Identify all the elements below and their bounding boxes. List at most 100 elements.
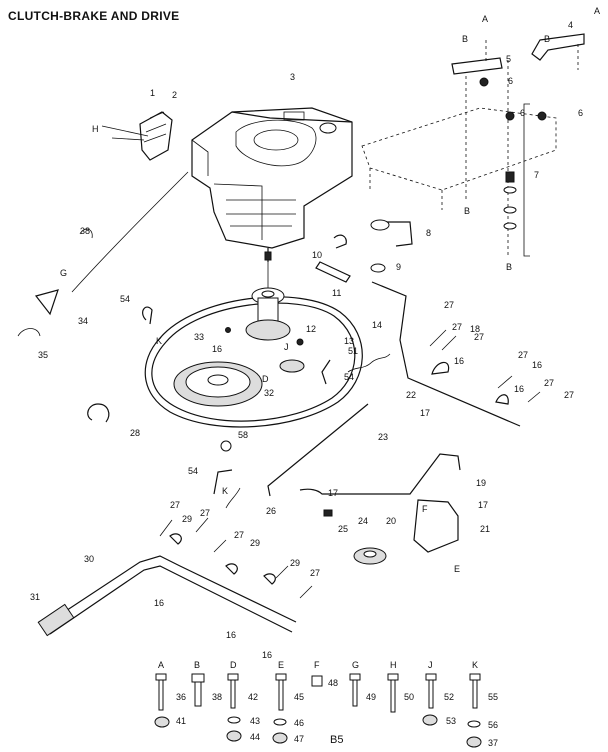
- callout-8: 8: [426, 228, 431, 238]
- callout-1: 1: [150, 88, 155, 98]
- letter-markers: A A B B B B D E F G H J K K: [60, 6, 600, 574]
- legend-letter-E: E: [278, 660, 284, 670]
- ref-E: E: [454, 564, 460, 574]
- engine-drawing: [191, 107, 353, 290]
- legend-part-52: 52: [444, 692, 454, 702]
- callout-27j: 27: [310, 568, 320, 578]
- ref-K1: K: [156, 336, 162, 346]
- legend-part-43: 43: [250, 716, 260, 726]
- page-number: B5: [330, 734, 344, 746]
- legend-part-46: 46: [294, 718, 304, 728]
- callout-6a: 6: [508, 76, 513, 86]
- callout-19: 19: [476, 478, 486, 488]
- ref-H: H: [92, 124, 99, 134]
- legend-letter-D: D: [230, 660, 237, 670]
- page-title: CLUTCH-BRAKE AND DRIVE: [8, 9, 180, 23]
- ref-F: F: [422, 504, 428, 514]
- callout-12: 12: [306, 324, 316, 334]
- callout-30: 30: [84, 554, 94, 564]
- callout-4: 4: [568, 20, 573, 30]
- callout-28: 28: [130, 428, 140, 438]
- callout-11: 11: [332, 288, 341, 298]
- pedal-arm-drawing: [37, 555, 297, 637]
- callout-27a: 27: [444, 300, 454, 310]
- callout-54b: 54: [344, 372, 354, 382]
- callout-16a: 16: [212, 344, 222, 354]
- control-switch-drawing: [71, 111, 189, 293]
- callout-16b: 16: [454, 356, 464, 366]
- callout-22: 22: [406, 390, 416, 400]
- callout-18: 18: [470, 324, 480, 334]
- ref-G: G: [60, 268, 67, 278]
- linkage-drawing: [17, 228, 521, 565]
- callout-32: 32: [264, 388, 274, 398]
- callout-2: 2: [172, 90, 177, 100]
- callout-26: 26: [266, 506, 276, 516]
- legend-letter-G: G: [352, 660, 359, 670]
- legend-part-55: 55: [488, 692, 498, 702]
- callout-33: 33: [194, 332, 204, 342]
- ref-K2: K: [222, 486, 228, 496]
- callout-27d: 27: [518, 350, 528, 360]
- legend-letter-H: H: [390, 660, 397, 670]
- callout-20: 20: [386, 516, 396, 526]
- legend-letter-B: B: [194, 660, 200, 670]
- callout-25: 25: [338, 524, 348, 534]
- callout-6b: 6: [578, 108, 583, 118]
- callout-29c: 29: [290, 558, 300, 568]
- legend-letter-F: F: [314, 660, 320, 670]
- belt-pulley-drawing: [144, 287, 363, 428]
- legend-letter-A: A: [158, 660, 164, 670]
- hardware-legend: A B D E F G H J K 36 38 42 45 48 49 50 5…: [154, 660, 498, 748]
- callout-27b: 27: [452, 322, 462, 332]
- callout-6c: 6: [520, 108, 525, 118]
- callout-14: 14: [372, 320, 382, 330]
- callout-13: 13: [344, 336, 354, 346]
- callout-27c: 27: [474, 332, 484, 342]
- callout-38: 38: [80, 226, 90, 236]
- callout-16e: 16: [154, 598, 164, 608]
- callout-27e: 27: [544, 378, 554, 388]
- callout-35: 35: [38, 350, 48, 360]
- ref-D: D: [262, 374, 269, 384]
- callout-29a: 29: [182, 514, 192, 524]
- legend-letter-J: J: [428, 660, 433, 670]
- callout-27h: 27: [200, 508, 210, 518]
- legend-part-38: 38: [212, 692, 222, 702]
- callout-54a: 54: [120, 294, 130, 304]
- legend-part-53: 53: [446, 716, 456, 726]
- callout-23: 23: [378, 432, 388, 442]
- callout-54c: 54: [188, 466, 198, 476]
- clips-drawing: [159, 329, 541, 599]
- callout-17a: 17: [420, 408, 430, 418]
- callout-31: 31: [30, 592, 40, 602]
- legend-part-37: 37: [488, 738, 498, 748]
- callout-3: 3: [290, 72, 295, 82]
- callout-27i: 27: [234, 530, 244, 540]
- callout-16c: 16: [532, 360, 542, 370]
- callout-24: 24: [358, 516, 368, 526]
- legend-part-42: 42: [248, 692, 258, 702]
- legend-part-36: 36: [176, 692, 186, 702]
- callout-58: 58: [238, 430, 248, 440]
- callout-17c: 17: [478, 500, 488, 510]
- ref-B1: B: [462, 34, 468, 44]
- callout-10: 10: [312, 250, 322, 260]
- legend-part-50: 50: [404, 692, 414, 702]
- ref-B2: B: [544, 34, 550, 44]
- legend-part-44: 44: [250, 732, 260, 742]
- callout-5: 5: [506, 54, 511, 64]
- callout-29b: 29: [250, 538, 260, 548]
- callout-27f: 27: [564, 390, 574, 400]
- legend-letter-K: K: [472, 660, 478, 670]
- legend-part-45: 45: [294, 692, 304, 702]
- legend-part-47: 47: [294, 734, 304, 744]
- ref-B3: B: [464, 206, 470, 216]
- callout-labels: 1 2 3 4 5 6 6 6 7 8 9 10 11 12 13 14 16 …: [30, 20, 583, 660]
- callout-16g: 16: [262, 650, 272, 660]
- callout-27g: 27: [170, 500, 180, 510]
- bracket-drawing: [315, 219, 413, 283]
- ref-A1: A: [482, 14, 488, 24]
- ref-J: J: [284, 342, 289, 352]
